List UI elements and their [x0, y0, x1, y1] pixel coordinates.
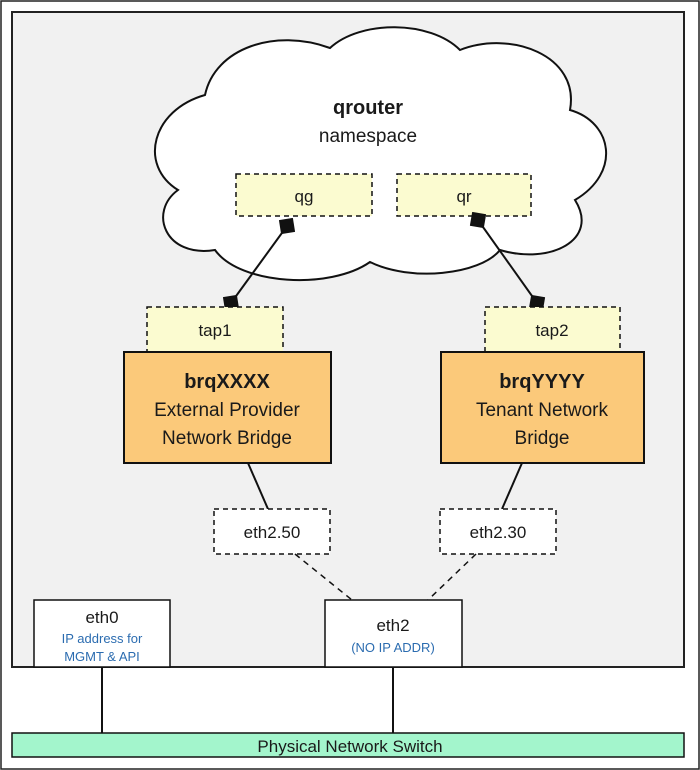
eth2-label: eth2	[376, 616, 409, 635]
tap2-interface-box	[484, 306, 621, 353]
qr-tap2-link	[469, 211, 546, 312]
eth0-note-line2: MGMT & API	[64, 649, 140, 664]
eth2-50-eth2-link	[294, 553, 353, 601]
tenant-bridge-line1: Tenant Network	[476, 400, 609, 421]
qr-label: qr	[456, 187, 471, 206]
external-bridge-line1: External Provider	[154, 400, 300, 421]
eth0-note-line1: IP address for	[62, 631, 143, 646]
qg-interface-box	[235, 173, 373, 217]
external-bridge-eth2-50-link	[247, 462, 269, 510]
physical-switch-bar	[11, 732, 685, 758]
qrouter-namespace-cloud	[153, 26, 608, 282]
qg-label: qg	[295, 187, 314, 206]
eth2-50-interface-box	[213, 508, 331, 555]
external-bridge-line2: Network Bridge	[162, 428, 292, 449]
physical-switch-label: Physical Network Switch	[257, 737, 442, 756]
namespace-title: qrouter	[333, 97, 403, 119]
eth2-50-label: eth2.50	[244, 523, 301, 542]
eth2-30-interface-box	[439, 508, 557, 555]
tenant-bridge-box	[440, 351, 645, 464]
eth2-30-eth2-link	[427, 553, 477, 601]
namespace-subtitle: namespace	[319, 126, 417, 147]
eth0-nic-box	[33, 599, 171, 668]
tenant-bridge-eth2-30-link	[501, 462, 523, 510]
tap1-label: tap1	[198, 321, 231, 340]
external-bridge-name: brqXXXX	[184, 371, 270, 393]
external-bridge-box	[123, 351, 332, 464]
tap2-label: tap2	[535, 321, 568, 340]
qg-tap1-link	[222, 217, 296, 312]
tenant-bridge-name: brqYYYY	[499, 371, 585, 393]
eth2-note: (NO IP ADDR)	[351, 640, 435, 655]
tap1-interface-box	[146, 306, 284, 353]
eth2-30-label: eth2.30	[470, 523, 527, 542]
tenant-bridge-line2: Bridge	[515, 428, 570, 449]
qr-interface-box	[396, 173, 532, 217]
eth0-label: eth0	[85, 608, 118, 627]
